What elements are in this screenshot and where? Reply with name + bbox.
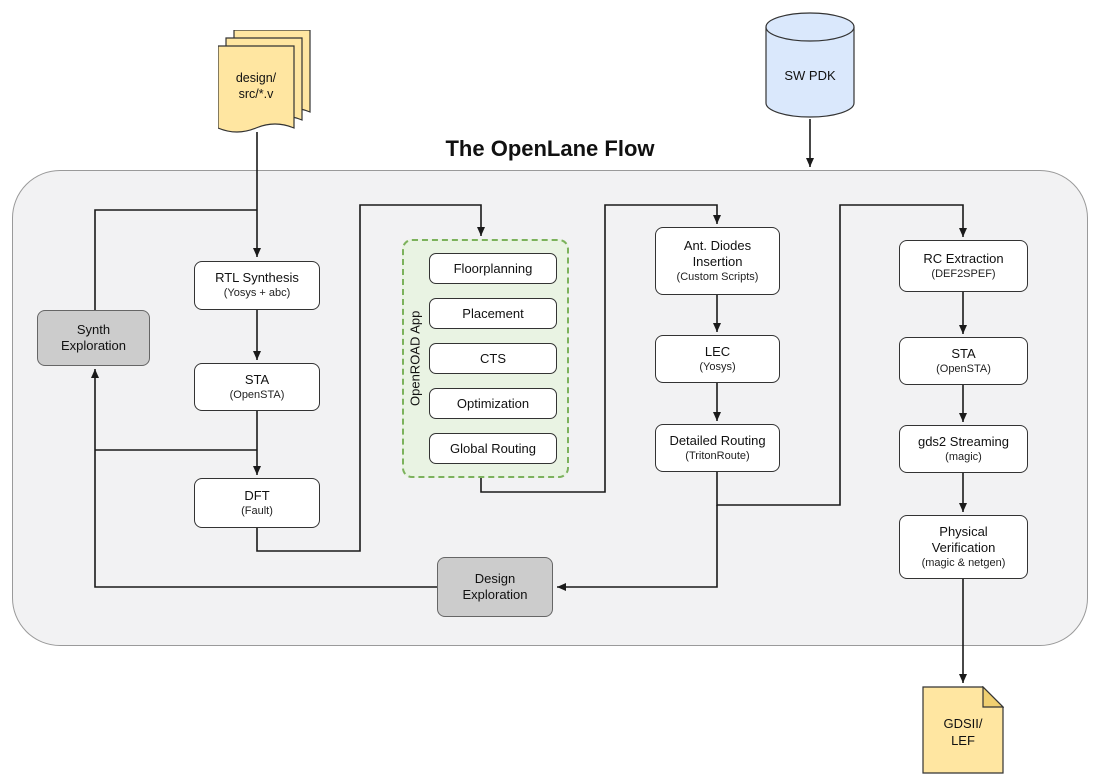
sw-pdk-database: SW PDK <box>765 12 855 118</box>
gdsii-lef-document: GDSII/ LEF <box>922 686 1004 774</box>
node-subtitle: (magic & netgen) <box>921 557 1006 570</box>
node-rc-extraction: RC Extraction (DEF2SPEF) <box>899 240 1028 292</box>
design-src-label-line1: design/ <box>235 70 277 85</box>
design-src-label-line2: src/*.v <box>238 87 274 101</box>
node-gds2-streaming: gds2 Streaming (magic) <box>899 425 1028 473</box>
node-title: STA <box>951 345 976 361</box>
design-src-documents: design/ src/*.v <box>218 30 312 136</box>
node-ant-diodes-insertion: Ant. Diodes Insertion (Custom Scripts) <box>655 227 780 295</box>
node-lec: LEC (Yosys) <box>655 335 780 383</box>
node-rtl-synthesis: RTL Synthesis (Yosys + abc) <box>194 261 320 310</box>
page-title: The OpenLane Flow <box>445 136 655 161</box>
node-title: Synth Exploration <box>60 321 127 353</box>
node-subtitle: (Yosys + abc) <box>223 287 291 300</box>
gdsii-label-line2: LEF <box>951 733 975 748</box>
step-floorplanning: Floorplanning <box>429 253 557 284</box>
node-detailed-routing: Detailed Routing (TritonRoute) <box>655 424 780 472</box>
openroad-app-label: OpenROAD App <box>407 310 423 407</box>
node-subtitle: (OpenSTA) <box>229 388 285 401</box>
database-cylinder-icon <box>765 12 855 118</box>
node-subtitle: (Yosys) <box>699 360 736 373</box>
node-subtitle: (Fault) <box>241 504 273 517</box>
node-title: Physical Verification <box>931 523 996 555</box>
node-title: LEC <box>704 343 731 359</box>
sw-pdk-label: SW PDK <box>784 67 836 83</box>
documents-stack-icon <box>218 30 311 133</box>
node-title: STA <box>244 371 270 387</box>
node-subtitle: (Custom Scripts) <box>676 271 759 284</box>
gdsii-label-line1: GDSII/ <box>943 716 983 732</box>
node-title: Ant. Diodes Insertion <box>683 237 752 269</box>
node-title: DFT <box>244 487 270 503</box>
node-synth-exploration: Synth Exploration <box>37 310 150 366</box>
node-subtitle: (DEF2SPEF) <box>931 267 996 280</box>
node-title: RTL Synthesis <box>215 270 299 286</box>
node-design-exploration: Design Exploration <box>437 557 553 617</box>
document-icon <box>922 686 1004 774</box>
node-subtitle: (TritonRoute) <box>685 449 750 462</box>
step-optimization: Optimization <box>429 388 557 419</box>
step-global-routing: Global Routing <box>429 433 557 464</box>
node-title: Design Exploration <box>462 570 528 602</box>
node-subtitle: (magic) <box>945 450 982 463</box>
node-title: Detailed Routing <box>669 432 766 448</box>
step-placement: Placement <box>429 298 557 329</box>
node-dft: DFT (Fault) <box>194 478 320 528</box>
node-sta-left: STA (OpenSTA) <box>194 363 320 411</box>
node-sta-right: STA (OpenSTA) <box>899 337 1028 385</box>
node-title: RC Extraction <box>923 250 1004 266</box>
node-physical-verification: Physical Verification (magic & netgen) <box>899 515 1028 579</box>
node-subtitle: (OpenSTA) <box>936 362 991 375</box>
step-cts: CTS <box>429 343 557 374</box>
node-title: gds2 Streaming <box>917 433 1010 449</box>
